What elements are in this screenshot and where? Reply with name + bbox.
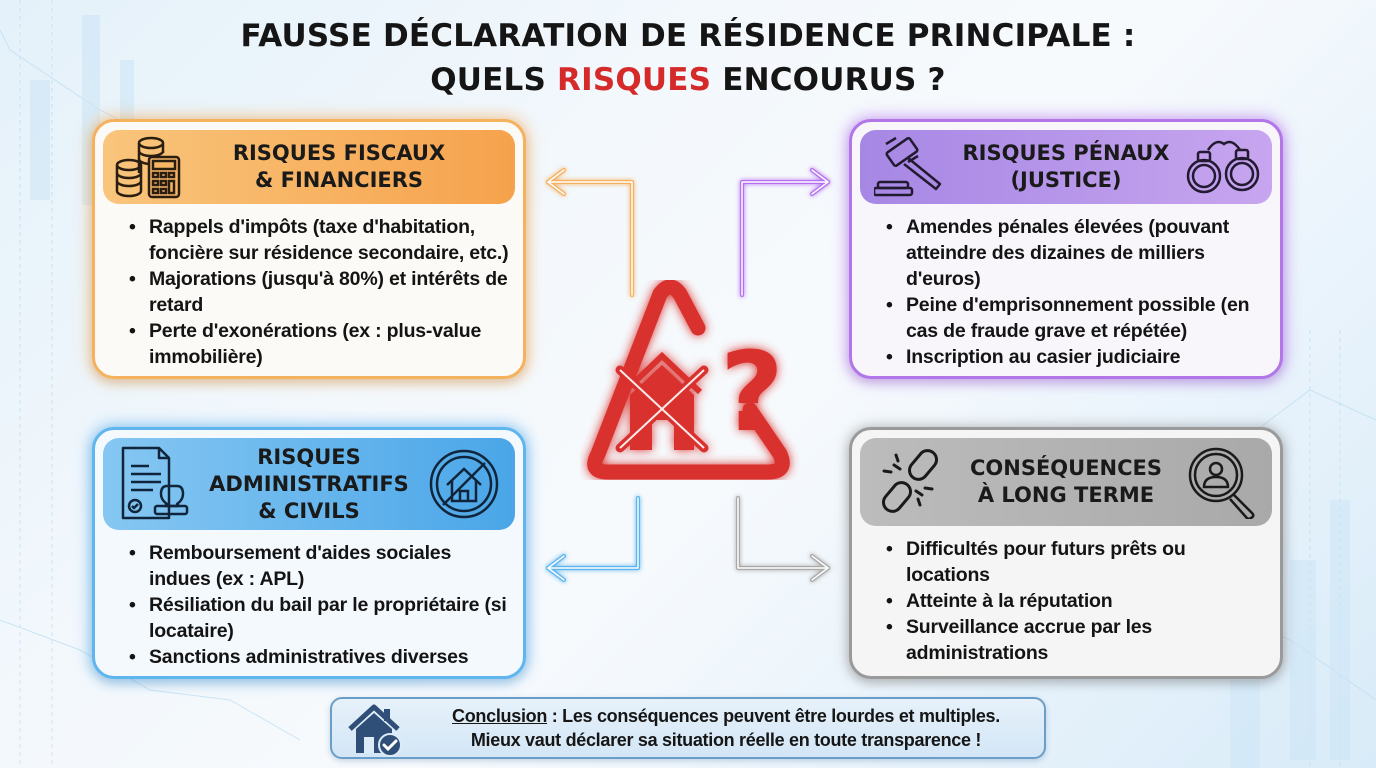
list-item: Surveillance accrue par les administrati…: [886, 614, 1272, 666]
card-header: RISQUES PÉNAUX(JUSTICE): [860, 130, 1272, 204]
arrow-to-penal: [740, 168, 830, 297]
risk-list: Difficultés pour futurs prêts ou locatio…: [860, 526, 1272, 666]
list-item: Atteinte à la réputation: [886, 588, 1272, 614]
list-item: Résiliation du bail par le propriétaire …: [129, 592, 515, 644]
risk-list: Remboursement d'aides sociales indues (e…: [103, 530, 515, 670]
conclusion-banner: Conclusion : Les conséquences peuvent êt…: [330, 697, 1046, 759]
list-item: Majorations (jusqu'à 80%) et intérêts de…: [129, 266, 515, 318]
svg-text:?: ?: [720, 328, 784, 456]
list-item: Inscription au casier judiciaire: [886, 344, 1272, 370]
broken-chain-icon: [882, 449, 938, 513]
no-house-icon: [429, 449, 499, 519]
warning-triangle-house-crossed-question-icon: ?: [587, 280, 790, 480]
list-item: Perte d'exonérations (ex : plus-value im…: [129, 318, 515, 370]
gavel-icon: [874, 136, 942, 197]
arrow-to-long: [736, 496, 830, 582]
card-header: RISQUES FISCAUX& FINANCIERS: [103, 130, 515, 204]
title-line1: FAUSSE DÉCLARATION DE RÉSIDENCE PRINCIPA…: [240, 18, 1136, 54]
card-title: RISQUES PÉNAUX(JUSTICE): [962, 141, 1170, 192]
handcuffs-icon: [1186, 140, 1260, 194]
list-item: Sanctions administratives diverses: [129, 644, 515, 670]
document-stamp-icon: [121, 446, 189, 520]
title-highlight: RISQUES: [557, 62, 712, 98]
list-item: Difficultés pour futurs prêts ou locatio…: [886, 536, 1272, 588]
title-line2-after: ENCOURUS ?: [711, 62, 946, 98]
conclusion-line2: Mieux vaut déclarer sa situation réelle …: [470, 730, 982, 750]
conclusion-label: Conclusion: [452, 706, 548, 726]
risk-list: Rappels d'impôts (taxe d'habitation, fon…: [103, 204, 515, 370]
conclusion-text: Conclusion : Les conséquences peuvent êt…: [452, 706, 1000, 750]
title-line2-before: QUELS: [430, 62, 558, 98]
risk-list: Amendes pénales élevées (pouvant atteind…: [860, 204, 1272, 370]
card-title: RISQUES FISCAUX& FINANCIERS: [232, 141, 446, 192]
house-check-icon: [348, 704, 402, 757]
page-title: FAUSSE DÉCLARATION DE RÉSIDENCE PRINCIPA…: [0, 14, 1376, 102]
list-item: Rappels d'impôts (taxe d'habitation, fon…: [129, 214, 515, 266]
list-item: Amendes pénales élevées (pouvant atteind…: [886, 214, 1272, 292]
arrow-to-fiscal: [546, 168, 634, 297]
arrow-to-admin: [546, 496, 640, 582]
coins-calculator-icon: [115, 136, 181, 199]
card-risques-fiscaux: RISQUES FISCAUX& FINANCIERS Rappels d'im…: [92, 119, 526, 379]
magnifier-person-icon: [1188, 447, 1255, 519]
list-item: Remboursement d'aides sociales indues (e…: [129, 540, 515, 592]
card-risques-penaux: RISQUES PÉNAUX(JUSTICE) Amendes pénales …: [849, 119, 1283, 379]
list-item: Peine d'emprisonnement possible (en cas …: [886, 292, 1272, 344]
